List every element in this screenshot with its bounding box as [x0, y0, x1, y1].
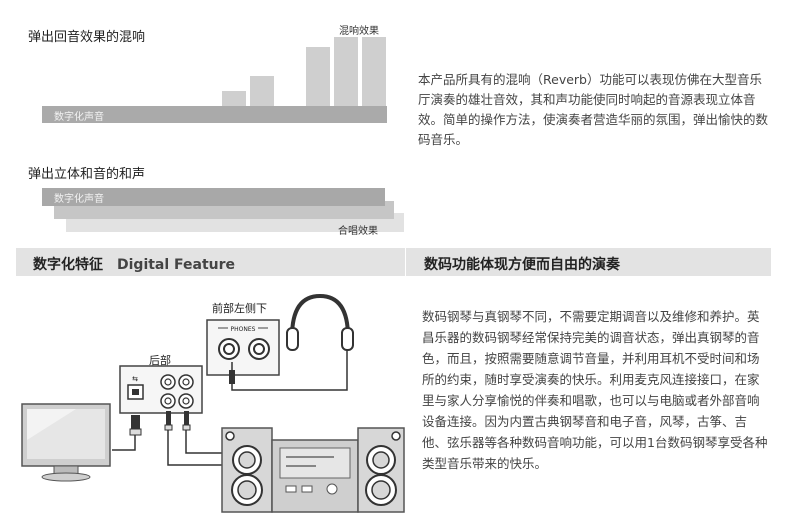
- reverb-description: 本产品所具有的混响（Reverb）功能可以表现仿佛在大型音乐厅演奏的雄壮音效，其…: [418, 72, 769, 147]
- feature-description: 数码钢琴与真钢琴不同，不需要定期调音以及维修和养护。英昌乐器的数码钢琴经常保持完…: [422, 309, 768, 471]
- monitor-icon: [21, 403, 111, 482]
- speaker-system-icon: [221, 427, 405, 513]
- reverb-step-bar: [306, 47, 330, 106]
- headphones-icon: [286, 293, 354, 351]
- reverb-base-label: 数字化声音: [54, 112, 104, 123]
- reverb-effect-label: 混响效果: [339, 26, 379, 37]
- phones-panel: PHONES: [206, 319, 280, 376]
- reverb-step-bar: [334, 37, 358, 106]
- back-label: 后部: [149, 354, 171, 367]
- reverb-base-bar: 数字化声音: [42, 106, 387, 123]
- reverb-title: 弹出回音效果的混响: [28, 30, 146, 45]
- chorus-layer-dark: 数字化声音: [42, 188, 385, 206]
- reverb-step-bar: [362, 37, 386, 106]
- feature-header-band: [16, 248, 771, 276]
- chorus-title: 弹出立体和音的和声: [28, 167, 146, 182]
- phones-label: PHONES: [231, 326, 256, 333]
- connection-diagram: PHONES ⇆: [21, 293, 405, 513]
- feature-title-cn: 数字化特征: [33, 257, 103, 273]
- reverb-step-bar: [222, 91, 246, 106]
- feature-title-en: Digital Feature: [117, 257, 236, 273]
- reverb-step-bar: [250, 76, 274, 106]
- front-left-label: 前部左侧下: [212, 302, 267, 315]
- audio-plugs: [164, 411, 191, 431]
- usb-port-mark: ⇆: [132, 375, 138, 383]
- chorus-effect-label: 合唱效果: [338, 226, 378, 237]
- chorus-base-label: 数字化声音: [54, 194, 104, 205]
- header-divider: [405, 248, 406, 276]
- feature-header-right-title: 数码功能体现方便而自由的演奏: [424, 257, 620, 273]
- back-panel: ⇆: [119, 365, 203, 414]
- usb-plug-icon: [129, 415, 142, 436]
- feature-header-title: 数字化特征 Digital Feature: [33, 254, 235, 274]
